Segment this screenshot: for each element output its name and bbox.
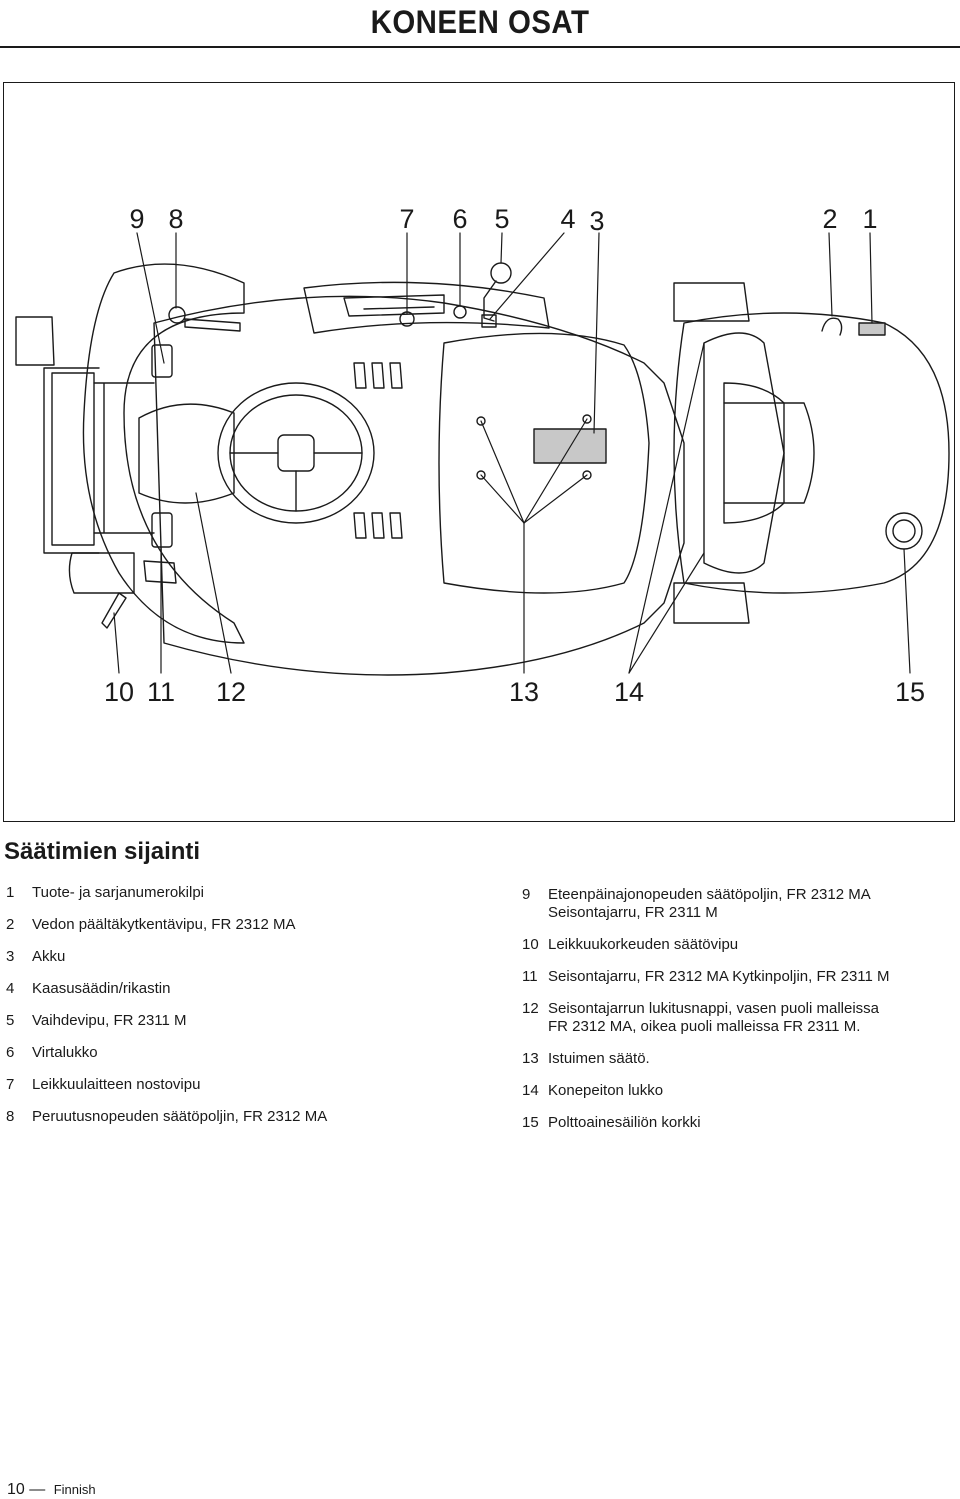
engine-hood [673, 312, 950, 594]
fuel-tank-cap [885, 512, 923, 550]
reverse-pedal-knob [168, 306, 186, 324]
callout-3: 3 [589, 206, 604, 236]
page-number: 10 [7, 1481, 25, 1498]
gear-lever [481, 314, 497, 328]
legend-number: 9 [522, 886, 531, 903]
rear-wheel-bottom [68, 552, 135, 594]
callout-13: 13 [509, 677, 539, 707]
legend-text: Seisontajarru, FR 2312 MA Kytkinpoljin, … [548, 968, 890, 985]
seat-screw [476, 416, 486, 426]
legend-right: 9 Eteenpäinajonopeuden säätöpoljin, FR 2… [522, 886, 952, 1136]
callout-5: 5 [494, 204, 509, 234]
legend-text: Leikkuukorkeuden säätövipu [548, 936, 739, 953]
legend-number: 15 [522, 1114, 539, 1131]
legend-number: 2 [6, 916, 15, 933]
callout-6: 6 [452, 204, 467, 234]
brake-pedal [151, 512, 173, 548]
mower-diagram-figure: 9 8 7 6 5 4 3 2 1 10 11 12 13 14 15 [3, 82, 955, 822]
steering-wheel [217, 382, 375, 524]
legend-text: Vaihdevipu, FR 2311 M [32, 1012, 187, 1029]
callout-11: 11 [147, 677, 175, 707]
rear-fender [138, 403, 235, 504]
legend-number: 8 [6, 1108, 15, 1125]
seat-screw [476, 470, 486, 480]
legend-number: 5 [6, 1012, 15, 1029]
front-wheel-top [673, 282, 750, 322]
legend-text: Leikkuulaitteen nostovipu [32, 1076, 201, 1093]
legend-number: 13 [522, 1050, 539, 1067]
legend-number: 12 [522, 1000, 539, 1017]
callout-15: 15 [895, 677, 925, 707]
page-title: KONEEN OSAT [370, 4, 590, 40]
callout-14: 14 [614, 677, 644, 707]
legend-text: Konepeiton lukko [548, 1082, 664, 1099]
dashboard [303, 281, 550, 334]
legend-number: 7 [6, 1076, 15, 1093]
legend-text-continued: FR 2312 MA, oikea puoli malleissa FR 231… [548, 1018, 861, 1035]
legend-text: Polttoainesäiliön korkki [548, 1114, 701, 1131]
callout-8: 8 [168, 204, 183, 234]
legend-number: 11 [522, 968, 538, 985]
chassis-body [153, 295, 685, 676]
seat-screw [582, 470, 592, 480]
seat [438, 332, 650, 594]
legend-number: 10 [522, 936, 539, 953]
throttle-knob [490, 262, 512, 284]
legend-left: 1 Tuote- ja sarjanumerokilpi 2 Vedon pää… [6, 884, 486, 1144]
vent-slots-top [353, 362, 403, 389]
legend-text: Eteenpäinajonopeuden säätöpoljin, FR 231… [548, 886, 871, 903]
callout-4: 4 [560, 204, 575, 234]
rear-wheel-top [15, 316, 55, 366]
legend-text: Istuimen säätö. [548, 1050, 650, 1067]
cutting-deck [82, 263, 245, 644]
callout-9: 9 [129, 204, 144, 234]
callout-7: 7 [399, 204, 414, 234]
legend-text: Akku [32, 948, 66, 965]
legend-text: Tuote- ja sarjanumerokilpi [32, 884, 205, 901]
legend-text: Virtalukko [32, 1044, 98, 1061]
mower-top-view-illustration: 9 8 7 6 5 4 3 2 1 10 11 12 13 14 15 [15, 204, 950, 707]
callout-2: 2 [822, 204, 837, 234]
callout-leaders-top [136, 232, 873, 434]
legend-text: Peruutusnopeuden säätöpoljin, FR 2312 MA [32, 1108, 328, 1125]
callout-12: 12 [216, 677, 246, 707]
footer-dash: — [29, 1481, 46, 1498]
legend-text: Seisontajarrun lukitusnappi, vasen puoli… [548, 1000, 880, 1017]
ignition-switch [453, 305, 467, 319]
callout-1: 1 [862, 204, 877, 234]
legend-number: 4 [6, 980, 15, 997]
footer-language: Finnish [53, 1482, 96, 1497]
traction-release-lever [821, 317, 843, 336]
front-wheel-bottom [673, 582, 750, 624]
legend-text-continued: Seisontajarru, FR 2311 M [548, 904, 718, 921]
legend-number: 1 [6, 884, 15, 901]
legend-number: 3 [6, 948, 15, 965]
title-divider [0, 46, 960, 48]
vent-slots-bottom [353, 512, 403, 539]
seat-screw [582, 414, 592, 424]
product-plate [858, 322, 886, 336]
cutting-height-lever [101, 592, 127, 629]
callout-10: 10 [104, 677, 134, 707]
section-title: Säätimien sijainti [4, 838, 201, 865]
legend-text: Kaasusäädin/rikastin [32, 980, 171, 997]
forward-pedal [151, 344, 173, 378]
legend-number: 14 [522, 1082, 539, 1099]
legend-number: 6 [6, 1044, 15, 1061]
rear-bumper [43, 367, 100, 554]
legend-text: Vedon päältäkytkentävipu, FR 2312 MA [32, 916, 296, 933]
page-footer: 10 — Finnish [7, 1481, 96, 1499]
callout-leaders-bottom [113, 342, 911, 674]
